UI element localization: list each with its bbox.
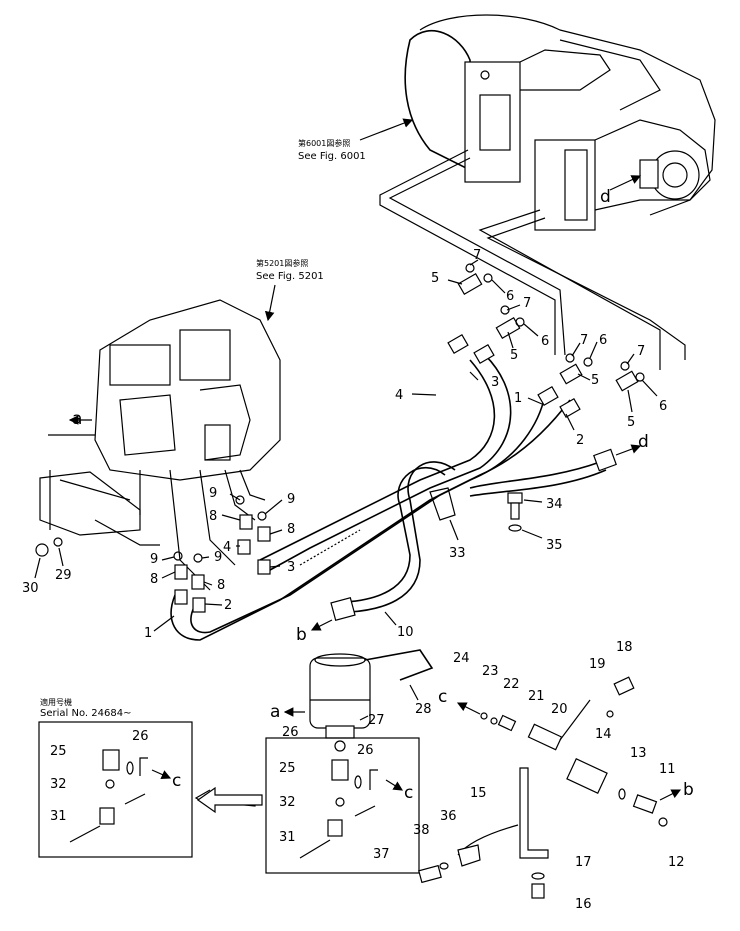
callout-35: 35 (546, 538, 563, 553)
ref-5201: 第5201図参照 See Fig. 5201 (256, 258, 324, 322)
detail-box-current: c (265, 737, 420, 874)
pump-assembly: d (404, 14, 716, 231)
callout-26: 26 (132, 729, 149, 744)
callout-1: 1 (144, 626, 152, 641)
callout-4: 4 (223, 540, 231, 555)
callout-32: 32 (50, 777, 67, 792)
callout-5: 5 (510, 348, 518, 363)
callout-1: 1 (514, 391, 522, 406)
callout-18: 18 (616, 640, 633, 655)
callout-9: 9 (214, 550, 222, 565)
svg-text:Serial No. 24684~: Serial No. 24684~ (40, 708, 131, 719)
svg-text:See Fig. 5201: See Fig. 5201 (256, 271, 324, 282)
callout-33: 33 (449, 546, 466, 561)
conn-d-hose: d (638, 432, 649, 452)
callout-26: 26 (357, 743, 374, 758)
bolt-34 (507, 492, 523, 532)
conn-c-serial: c (172, 771, 181, 791)
callout-12: 12 (668, 855, 685, 870)
callout-3: 3 (491, 375, 499, 390)
callout-29: 29 (55, 568, 72, 583)
callout-9: 9 (150, 552, 158, 567)
callout-23: 23 (482, 664, 499, 679)
callout-25: 25 (279, 761, 296, 776)
callout-5: 5 (627, 415, 635, 430)
conn-b-hose: b (296, 625, 307, 645)
callout-31: 31 (50, 809, 67, 824)
svg-text:第6001図参照: 第6001図参照 (298, 138, 350, 148)
callout-5: 5 (431, 271, 439, 286)
hoses: b d (170, 354, 649, 645)
callout-6: 6 (541, 334, 549, 349)
ref-6001: 第6001図参照 See Fig. 6001 (298, 118, 414, 162)
control-valve: a (39, 299, 281, 546)
transfer-arrow (196, 786, 263, 814)
lower-right-assembly: c b (418, 676, 694, 899)
svg-text:See Fig. 6001: See Fig. 6001 (298, 151, 366, 162)
callout-8: 8 (150, 572, 158, 587)
conn-b-lower: b (683, 780, 694, 800)
callout-6: 6 (659, 399, 667, 414)
callout-7: 7 (523, 296, 531, 311)
callout-9: 9 (209, 486, 217, 501)
conn-c-box: c (404, 783, 413, 803)
callout-numbers: 7 5 6 7 5 6 7 5 6 7 5 6 4 3 1 2 9 9 8 8 … (22, 248, 685, 912)
callout-36: 36 (440, 809, 457, 824)
callout-34: 34 (546, 497, 563, 512)
callout-8: 8 (209, 509, 217, 524)
callout-19: 19 (589, 657, 606, 672)
callout-38: 38 (413, 823, 430, 838)
conn-d-top: d (600, 187, 611, 207)
filter-assembly: a (270, 649, 434, 752)
callout-2: 2 (576, 433, 584, 448)
pump-lines (379, 149, 686, 370)
callout-8: 8 (217, 578, 225, 593)
svg-text:適用号機: 適用号機 (40, 697, 72, 707)
callout-25: 25 (50, 744, 67, 759)
callout-37: 37 (373, 847, 390, 862)
callout-10: 10 (397, 625, 414, 640)
callout-28: 28 (415, 702, 432, 717)
callout-4: 4 (395, 388, 403, 403)
callout-7: 7 (473, 248, 481, 263)
callout-7: 7 (637, 344, 645, 359)
valve-fittings (35, 495, 271, 613)
conn-a-filter: a (270, 702, 280, 722)
callout-24: 24 (453, 651, 470, 666)
callout-22: 22 (503, 677, 520, 692)
callout-3: 3 (287, 560, 295, 575)
callout-5: 5 (591, 373, 599, 388)
callout-32: 32 (279, 795, 296, 810)
callout-9: 9 (287, 492, 295, 507)
callout-6: 6 (506, 289, 514, 304)
callout-30: 30 (22, 581, 39, 596)
conn-a-valve: a (72, 409, 82, 429)
callout-21: 21 (528, 689, 545, 704)
callout-11: 11 (659, 762, 676, 777)
callout-13: 13 (630, 746, 647, 761)
callout-26: 26 (282, 725, 299, 740)
callout-31: 31 (279, 830, 296, 845)
callout-8: 8 (287, 522, 295, 537)
callout-16: 16 (575, 897, 592, 912)
callout-7: 7 (580, 333, 588, 348)
svg-text:第5201図参照: 第5201図参照 (256, 258, 308, 268)
callout-2: 2 (224, 598, 232, 613)
conn-c-lower: c (438, 687, 447, 707)
callout-6: 6 (599, 333, 607, 348)
callout-20: 20 (551, 702, 568, 717)
callout-17: 17 (575, 855, 592, 870)
callout-15: 15 (470, 786, 487, 801)
callout-27: 27 (368, 713, 385, 728)
callout-14: 14 (595, 727, 612, 742)
leaders (34, 259, 658, 721)
detail-box-serial: 適用号機 Serial No. 24684~ c (38, 697, 256, 858)
